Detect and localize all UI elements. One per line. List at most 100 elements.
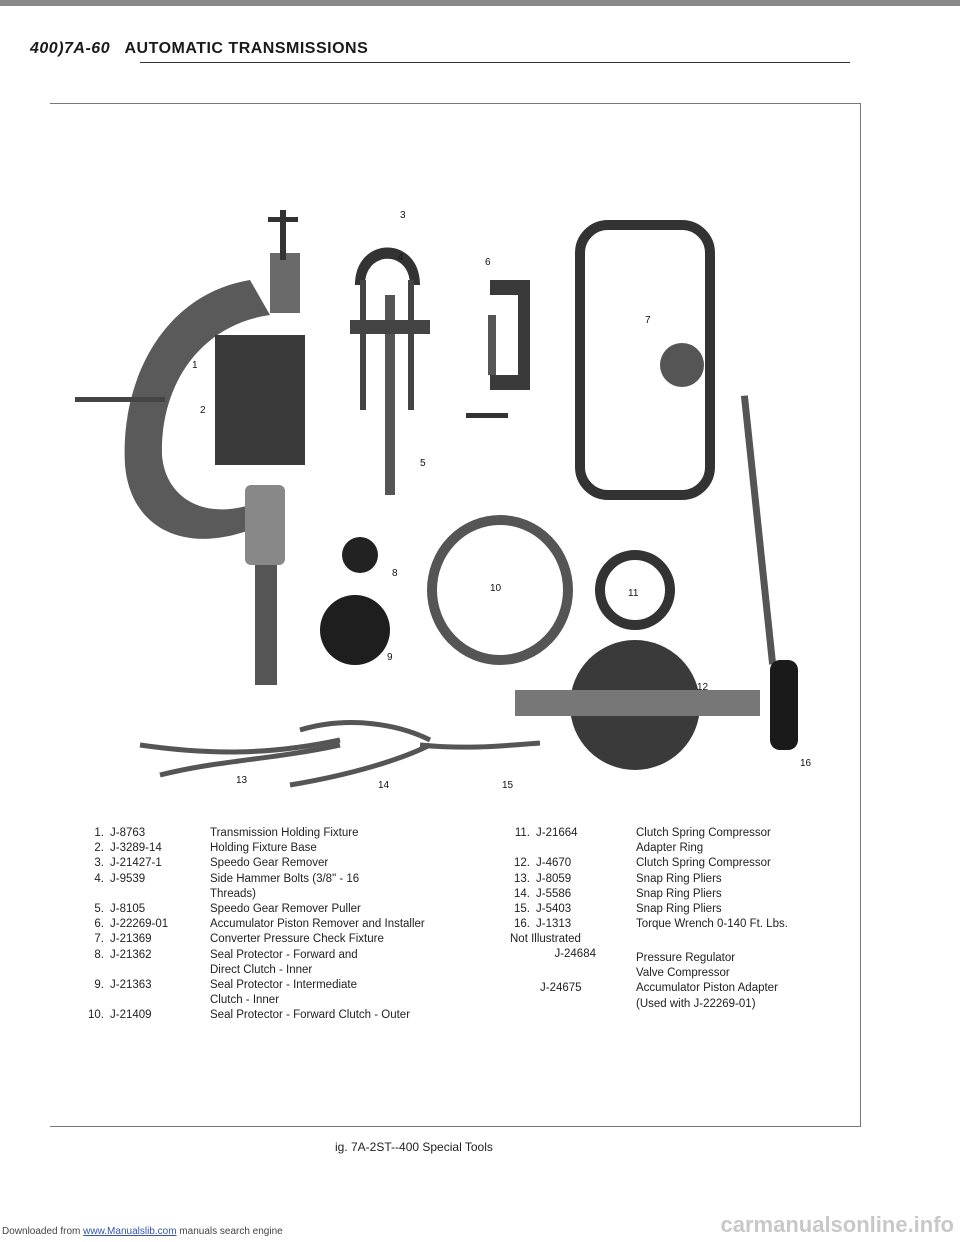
callout-12: 12 <box>697 682 709 693</box>
clutch-spring-compressor-icon <box>515 640 760 770</box>
list-item-desc: Speedo Gear Remover <box>210 857 329 870</box>
callout-1: 1 <box>192 360 198 371</box>
list-item-num <box>82 993 110 1008</box>
list-item-num <box>82 963 110 978</box>
list-item-num: 12. <box>514 857 530 870</box>
torque-wrench-icon <box>740 395 798 750</box>
list-item-desc: Threads) <box>210 887 257 900</box>
callout-16: 16 <box>800 758 812 769</box>
seal-protector-8-icon <box>342 537 378 573</box>
converter-pressure-check-fixture-icon <box>575 220 715 500</box>
callout-5: 5 <box>420 458 426 469</box>
not-illustrated-desc-2b: (Used with J-22269-01) <box>636 997 756 1010</box>
list-item-num: 2. <box>94 842 104 855</box>
list-item-desc: Seal Protector - Forward Clutch - Outer <box>210 1009 411 1022</box>
top-rule <box>0 0 960 6</box>
not-illustrated-section: Not Illustrated J-24684 Pressure Regulat… <box>510 932 850 1010</box>
not-illustrated-desc-1b: Valve Compressor <box>636 967 730 980</box>
list-item-desc: Converter Pressure Check Fixture <box>210 933 384 946</box>
seal-protector-9-icon <box>320 595 390 665</box>
list-item-num: 15. <box>514 903 530 916</box>
list-item-pn: J-21409 <box>110 1009 152 1022</box>
list-item-desc: Clutch - Inner <box>210 994 280 1007</box>
seal-protector-10-icon <box>427 515 573 665</box>
list-item-desc: Adapter Ring <box>636 842 704 855</box>
not-illustrated-pn-2: J-24675 <box>540 982 582 994</box>
list-item-num: 16. <box>514 918 530 931</box>
list-item-pn: J-8059 <box>536 872 572 885</box>
list-item-num: 14. <box>514 887 530 900</box>
list-item-pn <box>110 993 210 1008</box>
manualslib-link[interactable]: www.Manualslib.com <box>83 1226 177 1237</box>
list-item-pn: J-21427-1 <box>110 857 162 870</box>
list-item-desc: Side Hammer Bolts (3/8" - 16 <box>210 872 360 885</box>
tool-list-left: 1. J-8763 Transmission Holding Fixture 2. J-… <box>82 826 482 1024</box>
list-item-pn: J-9539 <box>110 872 146 885</box>
list-item: 6. J-22269-01 Accumulator Piston Remover a… <box>82 917 482 932</box>
list-item-desc: Transmission Holding Fixture <box>210 827 359 839</box>
list-item: Threads) <box>82 887 482 902</box>
list-item-pn: J-21362 <box>110 948 152 961</box>
list-item-num: 1. <box>94 827 104 839</box>
list-item-pn <box>536 841 636 856</box>
list-item-desc: Direct Clutch - Inner <box>210 963 313 976</box>
list-item-desc: Speedo Gear Remover Puller <box>210 903 361 916</box>
list-item-desc: Seal Protector - Forward and <box>210 948 358 961</box>
list-item-num: 5. <box>94 903 104 916</box>
list-item-pn <box>110 887 210 902</box>
accumulator-piston-remover-icon <box>466 280 530 418</box>
list-item-pn: J-5403 <box>536 903 572 916</box>
list-item-num: 6. <box>94 918 104 931</box>
download-footer: Downloaded from www.Manualslib.com manua… <box>2 1226 283 1237</box>
list-item-pn: J-3289-14 <box>110 842 162 855</box>
page-code: 400)7A-60 <box>30 40 111 57</box>
list-item: 3. J-21427-1 Speedo Gear Remover <box>82 856 482 871</box>
list-item: 5. J-8105 Speedo Gear Remover Puller <box>82 902 482 917</box>
callout-6: 6 <box>485 257 491 268</box>
list-item-pn: J-21363 <box>110 979 152 992</box>
callout-4: 4 <box>398 252 404 263</box>
list-item: 10. J-21409 Seal Protector - Forward Clutc… <box>82 1008 482 1023</box>
list-item-pn: J-22269-01 <box>110 918 169 931</box>
list-item: Clutch - Inner <box>82 993 482 1008</box>
tools-photo <box>75 210 798 788</box>
list-item-desc: Clutch Spring Compressor <box>636 827 771 839</box>
list-item-desc: Accumulator Piston Remover and Installer <box>210 918 425 931</box>
list-item: 1. J-8763 Transmission Holding Fixture <box>82 826 482 841</box>
holding-fixture-base-icon <box>215 335 305 465</box>
list-item-pn: J-5586 <box>536 887 572 900</box>
list-item-num <box>82 887 110 902</box>
callout-11: 11 <box>628 588 639 599</box>
list-item: 9. J-21363 Seal Protector - Intermediate <box>82 978 482 993</box>
not-illustrated-desc-2a: Accumulator Piston Adapter <box>636 982 778 995</box>
list-item-pn: J-8105 <box>110 903 146 916</box>
page-header: 400)7A-60 AUTOMATIC TRANSMISSIONS <box>30 40 368 58</box>
figure-frame <box>50 103 861 1127</box>
not-illustrated-label: Not Illustrated <box>510 933 581 945</box>
list-item-desc: Snap Ring Pliers <box>636 872 722 885</box>
list-item: Direct Clutch - Inner <box>82 963 482 978</box>
list-item-num: 9. <box>94 979 104 992</box>
list-item-desc: Seal Protector - Intermediate <box>210 979 358 992</box>
callout-10: 10 <box>490 583 502 594</box>
list-item-pn: J-1313 <box>536 918 572 931</box>
list-item-num: 7. <box>94 933 104 946</box>
list-item-num: 10. <box>88 1009 104 1022</box>
header-rule <box>140 62 850 63</box>
callout-7: 7 <box>645 315 651 326</box>
callout-9: 9 <box>387 652 393 663</box>
list-item-num: 3. <box>94 857 104 870</box>
callout-8: 8 <box>392 568 398 579</box>
list-item-desc: Clutch Spring Compressor <box>636 857 771 870</box>
callout-15: 15 <box>502 780 514 791</box>
list-item-pn: J-8763 <box>110 827 146 839</box>
list-item-num: 4. <box>94 872 104 885</box>
